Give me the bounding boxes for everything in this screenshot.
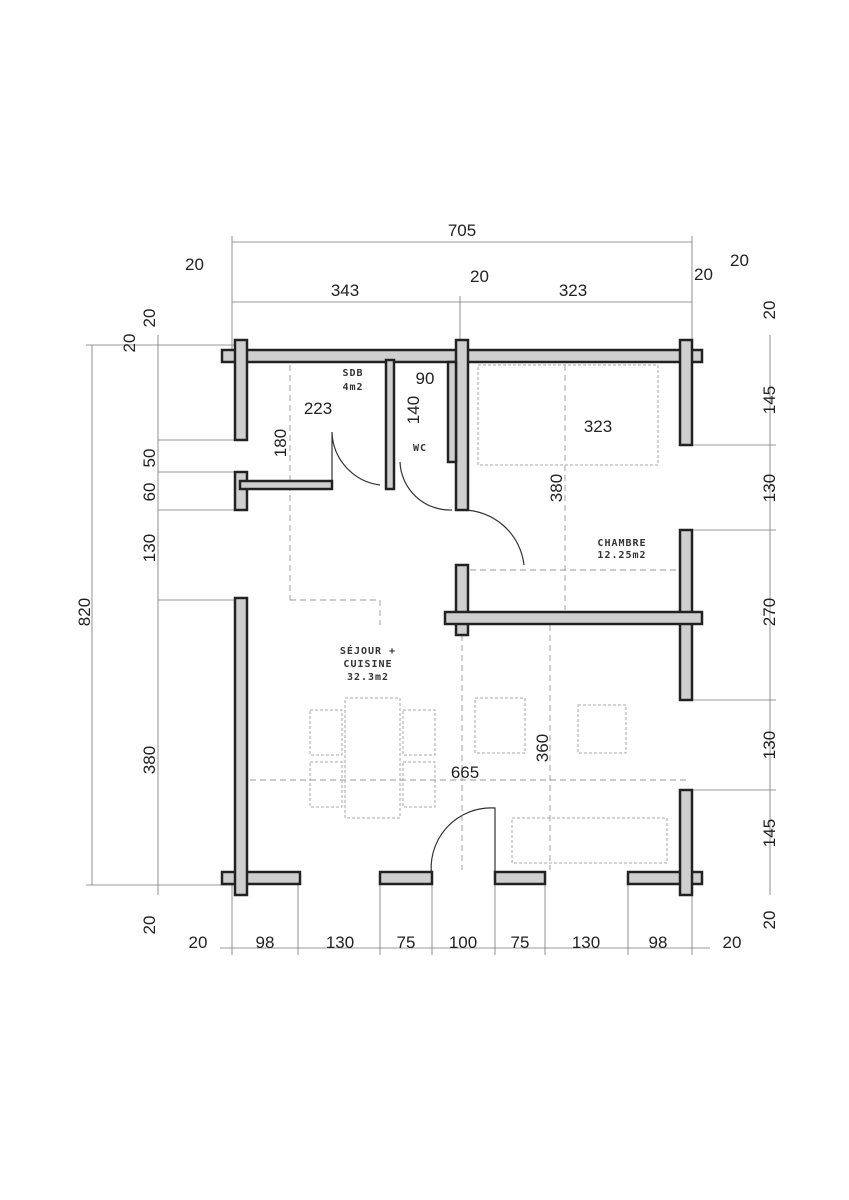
room-sejour-area: 32.3m2 [347, 672, 389, 683]
dim-bottom: 100 [449, 933, 477, 952]
dim-wc-width: 90 [416, 369, 435, 388]
dim-label: 20 [120, 334, 139, 353]
coffee-table [577, 704, 627, 754]
dim-chambre-height: 380 [547, 474, 566, 502]
dim-sejour-height: 360 [533, 734, 552, 762]
dim-label: 20 [694, 265, 713, 284]
dim-bottom: 98 [256, 933, 275, 952]
dim-bottom: 98 [649, 933, 668, 952]
furniture [309, 364, 668, 864]
dim-label: 145 [760, 386, 779, 414]
room-sdb-area: 4m2 [342, 382, 363, 393]
dim-label: 20 [730, 251, 749, 270]
dim-label: 145 [760, 819, 779, 847]
door-wc [399, 461, 453, 511]
door-sdb [331, 431, 381, 486]
dim-label: 323 [559, 281, 587, 300]
dim-bottom: 75 [511, 933, 530, 952]
dim-bottom: 130 [572, 933, 600, 952]
chair [402, 761, 436, 808]
dim-chambre-width: 323 [584, 417, 612, 436]
room-labels: SDB 4m2 WC CHAMBRE 12.25m2 SÉJOUR + CUIS… [340, 368, 646, 683]
room-wc-name: WC [413, 443, 427, 454]
dim-label: 20 [470, 267, 489, 286]
chair [309, 709, 343, 756]
dim-label: 60 [140, 483, 159, 502]
dim-label: 130 [760, 474, 779, 502]
reference-lines [250, 365, 686, 870]
dim-total-width: 705 [448, 221, 476, 240]
dim-label: 130 [140, 534, 159, 562]
door-entrance [430, 807, 496, 879]
chair [402, 709, 436, 756]
room-chambre-name: CHAMBRE [597, 538, 646, 549]
dimension-lines [86, 236, 776, 955]
dim-bottom: 130 [326, 933, 354, 952]
bed [477, 364, 659, 466]
dim-label: 20 [140, 309, 159, 328]
dim-bottom: 75 [397, 933, 416, 952]
dim-sdb-height: 180 [271, 429, 290, 457]
dim-sejour-length: 665 [451, 763, 479, 782]
room-sejour-name2: CUISINE [343, 659, 392, 670]
room-sejour-name: SÉJOUR + [340, 644, 396, 657]
dim-label: 20 [760, 301, 779, 320]
dim-label: 343 [331, 281, 359, 300]
door-chambre [461, 509, 525, 566]
doors [331, 431, 525, 879]
dim-label: 20 [140, 916, 159, 935]
dim-bottom: 20 [723, 933, 742, 952]
dim-label: 380 [140, 746, 159, 774]
dim-label: 20 [185, 255, 204, 274]
sofa [511, 817, 668, 864]
chair [309, 761, 343, 808]
dim-sdb-width: 223 [304, 399, 332, 418]
dining-table [344, 697, 401, 819]
room-sdb-name: SDB [342, 368, 363, 379]
dim-label: 130 [760, 731, 779, 759]
dim-wc-height: 140 [404, 396, 423, 424]
dim-label: 20 [760, 911, 779, 930]
dim-bottom: 20 [189, 933, 208, 952]
room-chambre-area: 12.25m2 [597, 550, 646, 561]
armchair [474, 697, 526, 754]
dimension-labels: 705 20 343 20 323 20 20 820 20 20 50 60 … [75, 221, 779, 952]
dim-label: 50 [140, 449, 159, 468]
dim-total-height: 820 [75, 598, 94, 626]
dim-label: 270 [760, 598, 779, 626]
walls [220, 338, 704, 897]
